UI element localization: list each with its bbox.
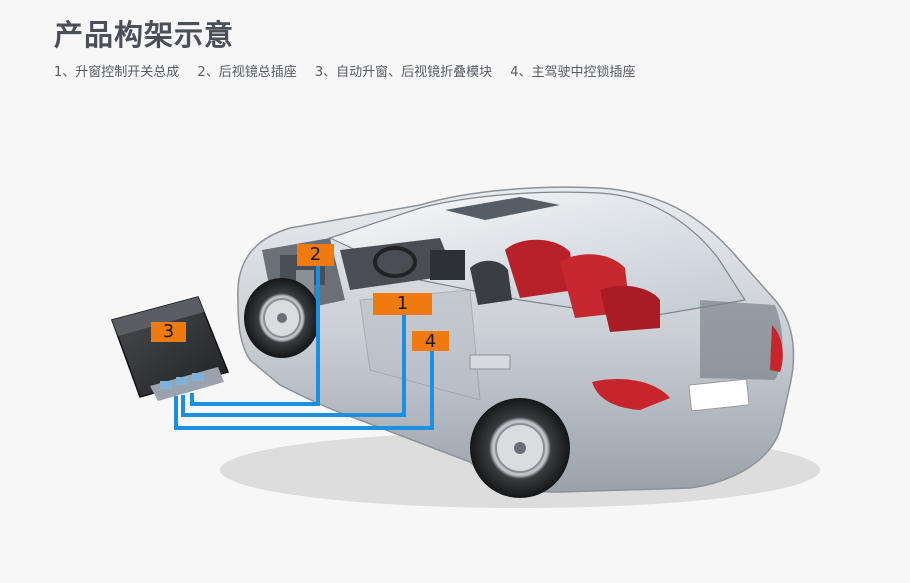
car-license-plate: [688, 378, 750, 412]
car-rear-wheel: [470, 398, 570, 498]
wiring-harness: [174, 264, 434, 430]
legend-item-4: 4、主驾驶中控锁插座: [510, 65, 636, 80]
car-front-wheel: [244, 278, 320, 358]
callout-4: 4: [412, 331, 449, 352]
car-trunk: [700, 300, 783, 380]
component-legend: 1、升窗控制开关总成 2、后视镜总插座 3、自动升窗、后视镜折叠模块 4、主驾驶…: [54, 61, 650, 80]
car-dashboard: [340, 238, 465, 290]
car-tail-light: [592, 378, 670, 410]
wire-to-4: [174, 350, 434, 430]
callout-3: 3: [151, 322, 186, 342]
control-module: [111, 296, 230, 401]
legend-item-1: 1、升窗控制开关总成: [54, 65, 180, 80]
legend-item-2: 2、后视镜总插座: [197, 65, 297, 80]
callout-2: 2: [297, 244, 334, 266]
wire-to-1: [181, 312, 406, 417]
page-title: 产品构架示意: [54, 18, 235, 52]
car-seats: [470, 239, 660, 332]
wire-to-2: [190, 264, 320, 406]
car-illustration: [220, 186, 820, 508]
car-sunroof: [445, 197, 560, 220]
callout-1: 1: [373, 293, 432, 315]
legend-item-3: 3、自动升窗、后视镜折叠模块: [314, 65, 493, 80]
